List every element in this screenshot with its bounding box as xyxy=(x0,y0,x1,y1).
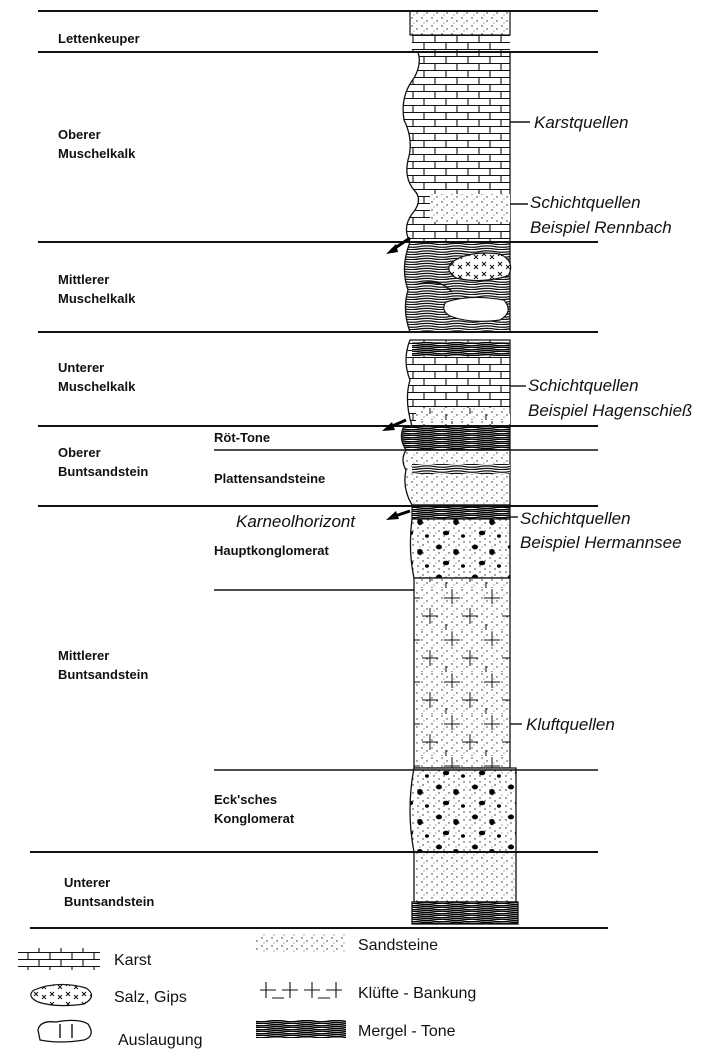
auslaugung-swatch-icon xyxy=(38,1020,91,1042)
legend-label-auslaugung: Auslaugung xyxy=(118,1032,203,1049)
label-hauptkonglomerat: Hauptkonglomerat xyxy=(214,543,330,558)
layer-plattensandsteine-band xyxy=(412,464,510,474)
layer-base-mergel xyxy=(412,902,518,924)
label-schichtquellen-1a: Schichtquellen xyxy=(530,193,641,212)
auslaugung-lens xyxy=(444,297,508,321)
label-schichtquellen-1b: Beispiel Rennbach xyxy=(530,218,672,237)
mergel-tone-swatch-icon xyxy=(256,1020,346,1038)
column-body xyxy=(401,11,518,924)
legend-label-mergel-tone: Mergel - Tone xyxy=(358,1023,456,1040)
label-oberer-buntsandstein-1: Oberer xyxy=(58,445,101,460)
legend: Karst Salz, Gips Auslaugung Sandsteine K… xyxy=(18,934,476,1049)
layer-schichtquellen-sand xyxy=(430,194,510,222)
layer-unterer-muschelkalk-base-band xyxy=(412,342,510,356)
label-mittlerer-muschelkalk-2: Muschelkalk xyxy=(58,291,136,306)
kluefte-swatch-icon xyxy=(256,980,346,1002)
label-unterer-buntsandstein-1: Unterer xyxy=(64,875,110,890)
unit-labels: Lettenkeuper Oberer Muschelkalk Mittlere… xyxy=(58,31,154,909)
layer-mittlerer-buntsandstein xyxy=(414,578,510,768)
layer-plattensandsteine xyxy=(403,450,510,505)
karst-swatch-icon xyxy=(18,948,100,970)
layer-unterer-muschelkalk-kluft xyxy=(416,408,510,424)
sandsteine-swatch-icon xyxy=(256,934,346,952)
label-schichtquellen-3a: Schichtquellen xyxy=(520,509,631,528)
label-ecksches-konglomerat-2: Konglomerat xyxy=(214,811,295,826)
label-schichtquellen-2a: Schichtquellen xyxy=(528,376,639,395)
arrowhead-hermannsee-icon xyxy=(386,511,399,520)
label-unterer-buntsandstein-2: Buntsandstein xyxy=(64,894,154,909)
layer-roet-tone xyxy=(401,426,510,450)
layer-lettenkeuper xyxy=(412,35,510,51)
legend-item-mergel-tone: Mergel - Tone xyxy=(256,1020,456,1040)
label-lettenkeuper: Lettenkeuper xyxy=(58,31,140,46)
label-schichtquellen-3b: Beispiel Hermannsee xyxy=(520,533,682,552)
label-roet-tone: Röt-Tone xyxy=(214,430,270,445)
label-unterer-muschelkalk-2: Muschelkalk xyxy=(58,379,136,394)
label-karstquellen: Karstquellen xyxy=(534,113,629,132)
salz-gips-swatch-icon xyxy=(31,984,92,1005)
layer-hauptkonglomerat xyxy=(410,519,510,578)
layer-unterer-buntsandstein xyxy=(414,852,516,902)
legend-label-karst: Karst xyxy=(114,952,152,969)
label-schichtquellen-2b: Beispiel Hagenschieß xyxy=(528,401,692,420)
legend-item-kluefte-bankung: Klüfte - Bankung xyxy=(256,980,476,1002)
label-mittlerer-buntsandstein-1: Mittlerer xyxy=(58,648,109,663)
arrowhead-rennbach-icon xyxy=(386,244,398,254)
label-plattensandsteine: Plattensandsteine xyxy=(214,471,325,486)
legend-label-salz-gips: Salz, Gips xyxy=(114,989,187,1006)
subunit-labels: Röt-Tone Plattensandsteine Hauptkonglome… xyxy=(214,430,330,826)
legend-item-salz-gips: Salz, Gips xyxy=(31,984,187,1006)
legend-item-sandsteine: Sandsteine xyxy=(256,934,438,954)
label-kluftquellen: Kluftquellen xyxy=(526,715,615,734)
layer-karneolhorizont xyxy=(412,505,510,519)
layer-ecksches-konglomerat xyxy=(410,768,516,852)
label-mittlerer-muschelkalk-1: Mittlerer xyxy=(58,272,109,287)
label-oberer-buntsandstein-2: Buntsandstein xyxy=(58,464,148,479)
label-unterer-muschelkalk-1: Unterer xyxy=(58,360,104,375)
label-oberer-muschelkalk-2: Muschelkalk xyxy=(58,146,136,161)
layer-lettenkeuper-cap xyxy=(410,11,510,35)
label-ecksches-konglomerat-1: Eck'sches xyxy=(214,792,277,807)
label-oberer-muschelkalk-1: Oberer xyxy=(58,127,101,142)
label-mittlerer-buntsandstein-2: Buntsandstein xyxy=(58,667,148,682)
legend-item-karst: Karst xyxy=(18,948,152,970)
label-karneolhorizont: Karneolhorizont xyxy=(236,512,356,531)
legend-label-sandsteine: Sandsteine xyxy=(358,937,438,954)
legend-item-auslaugung: Auslaugung xyxy=(38,1020,203,1049)
legend-label-kluefte-bankung: Klüfte - Bankung xyxy=(358,985,476,1002)
